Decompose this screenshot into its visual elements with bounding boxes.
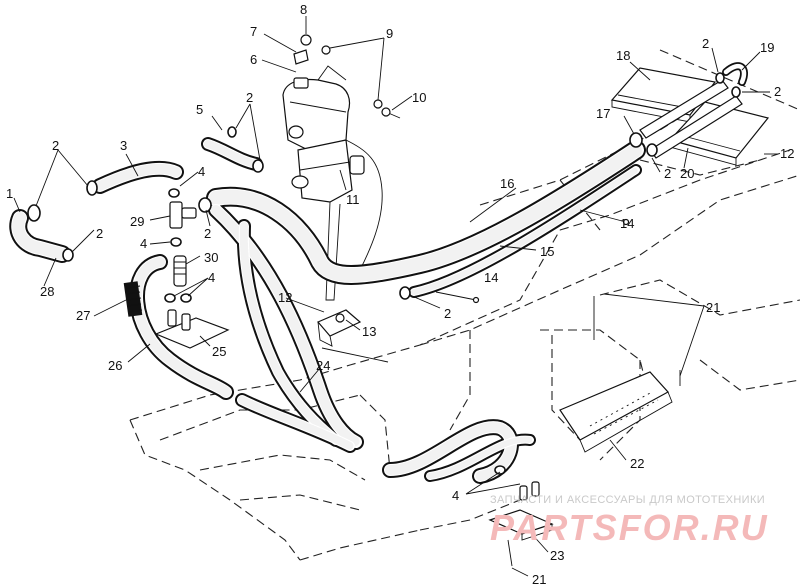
- callout-22: 22: [630, 456, 644, 471]
- callout-1: 1: [6, 186, 13, 201]
- callout-26: 26: [108, 358, 122, 373]
- bleed-valve: [173, 255, 187, 287]
- callout-2: 2: [664, 166, 671, 181]
- callout-5: 5: [196, 102, 203, 117]
- callout-2: 2: [774, 84, 781, 99]
- callout-9: 9: [386, 26, 393, 41]
- callout-10: 10: [412, 90, 426, 105]
- mount-rails: [507, 296, 681, 567]
- lower-bracket: [488, 481, 554, 541]
- callout-labels: 1 2 2 2 2 2 2 2 2 3 4 4 4 4 5 6 7 8 9 10…: [6, 2, 794, 587]
- callout-2: 2: [96, 226, 103, 241]
- callout-29: 29: [130, 214, 144, 229]
- callout-2: 2: [444, 306, 451, 321]
- callout-13: 13: [362, 324, 376, 339]
- leader-lines: [13, 16, 778, 577]
- callout-6: 6: [250, 52, 257, 67]
- callout-21: 21: [706, 300, 720, 315]
- callout-23: 23: [550, 548, 564, 563]
- callout-8: 8: [300, 2, 307, 17]
- callout-30: 30: [204, 250, 218, 265]
- callout-4: 4: [208, 270, 215, 285]
- callout-18: 18: [616, 48, 630, 63]
- callout-2: 2: [246, 90, 253, 105]
- callout-28: 28: [40, 284, 54, 299]
- mounting-plate: [154, 309, 230, 349]
- skid-plate: [559, 371, 673, 453]
- callout-2: 2: [52, 138, 59, 153]
- callout-19: 19: [760, 40, 774, 55]
- callout-7: 7: [250, 24, 257, 39]
- callout-4: 4: [140, 236, 147, 251]
- callout-15: 15: [540, 244, 554, 259]
- callout-14: 14: [620, 216, 634, 231]
- callout-20: 20: [680, 166, 694, 181]
- fasteners: [293, 34, 401, 119]
- callout-4: 4: [452, 488, 459, 503]
- coolant-reservoir: [282, 65, 383, 301]
- hoses-fill: [11, 139, 644, 482]
- tee-fitting: [169, 201, 197, 229]
- bolts: [435, 209, 630, 304]
- callout-21: 21: [532, 572, 546, 587]
- hose-clamps: [27, 72, 741, 475]
- callout-2: 2: [702, 36, 709, 51]
- callout-2: 2: [204, 226, 211, 241]
- callout-16: 16: [500, 176, 514, 191]
- callout-14: 14: [484, 270, 498, 285]
- callout-3: 3: [120, 138, 127, 153]
- callout-4: 4: [198, 164, 205, 179]
- callout-25: 25: [212, 344, 226, 359]
- callout-11: 11: [346, 192, 360, 207]
- mounting-bracket: [317, 309, 389, 363]
- callout-27: 27: [76, 308, 90, 323]
- hose-spring-sleeve: [123, 281, 143, 317]
- exchanger-tubes: [639, 62, 748, 159]
- callout-17: 17: [596, 106, 610, 121]
- callout-12: 12: [278, 290, 292, 305]
- callout-12: 12: [780, 146, 794, 161]
- callout-24: 24: [316, 358, 330, 373]
